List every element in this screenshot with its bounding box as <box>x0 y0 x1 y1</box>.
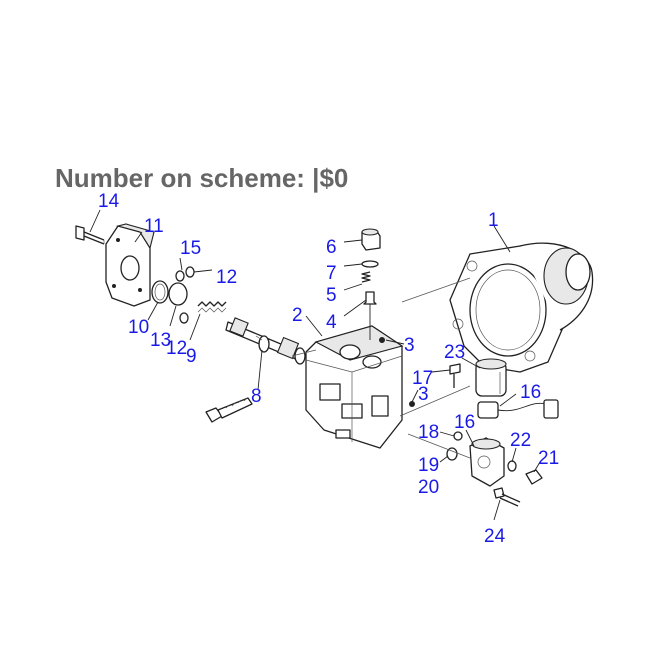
callout-22: 22 <box>510 430 531 451</box>
callout-19: 19 <box>418 455 439 476</box>
callout-4: 4 <box>326 312 337 333</box>
callout-7: 7 <box>326 263 337 284</box>
part-13-o-ring <box>168 282 188 306</box>
callout-9: 9 <box>186 346 197 367</box>
callout-16-lower: 16 <box>454 412 475 433</box>
callout-24: 24 <box>484 526 506 547</box>
part-10-ring <box>151 280 169 304</box>
callout-16-upper: 16 <box>520 382 541 403</box>
part-23-solenoid <box>475 358 507 397</box>
callout-11: 11 <box>144 216 164 237</box>
callout-12-upper: 12 <box>216 267 237 288</box>
callout-5: 5 <box>326 285 337 306</box>
part-22-o-ring <box>507 460 517 472</box>
part-8-bolt <box>205 397 253 423</box>
callout-23: 23 <box>444 342 465 363</box>
align-line-block <box>407 433 471 459</box>
scheme-number-heading: Number on scheme: |$0 <box>55 163 349 193</box>
part-3-screw-lower <box>409 401 415 407</box>
leader-lines <box>89 209 541 521</box>
part-24-bolt <box>493 487 521 507</box>
callout-6: 6 <box>326 237 337 258</box>
part-21-plug <box>525 469 543 485</box>
part-17-bolt <box>449 363 461 388</box>
callout-3-lower: 3 <box>418 384 429 405</box>
part-14-bolt <box>75 225 105 245</box>
part-7-o-ring <box>361 260 379 268</box>
callout-12-lower: 12 <box>166 338 187 359</box>
callout-17: 17 <box>412 368 433 389</box>
part-4-poppet <box>363 291 377 305</box>
part-6-plug <box>361 228 381 251</box>
part-8-spool <box>225 317 306 365</box>
callout-1: 1 <box>488 210 499 231</box>
part-2-valve-body <box>305 325 404 449</box>
callout-18: 18 <box>418 422 439 443</box>
part-16-valve-block <box>469 437 505 487</box>
part-12-o-ring-lower <box>179 312 189 324</box>
part-3-screw-upper <box>379 337 385 343</box>
callout-21: 21 <box>538 448 559 469</box>
part-18-o-ring <box>453 431 463 441</box>
callout-20: 20 <box>418 477 439 498</box>
callout-14: 14 <box>98 191 120 212</box>
callout-13: 13 <box>150 330 171 351</box>
part-11-cover <box>105 223 155 307</box>
align-line-housing <box>401 277 471 303</box>
part-16-connector-upper <box>477 399 559 419</box>
callout-10: 10 <box>128 317 149 338</box>
callout-labels: 14 11 15 12 10 13 12 9 8 6 7 5 4 2 3 3 1… <box>98 191 559 547</box>
part-1-motor-housing <box>449 242 594 373</box>
callout-8: 8 <box>251 386 262 407</box>
callout-3-upper: 3 <box>404 335 415 356</box>
align-line-spool <box>291 349 317 357</box>
part-5-spring <box>361 271 371 283</box>
part-12-o-ring-upper <box>185 266 195 278</box>
callout-15: 15 <box>180 238 201 259</box>
part-9-spring <box>197 301 227 313</box>
part-15-o-ring <box>175 270 185 282</box>
callout-2: 2 <box>292 305 303 326</box>
part-19-o-ring <box>446 447 458 461</box>
align-line-solenoid <box>399 385 471 417</box>
